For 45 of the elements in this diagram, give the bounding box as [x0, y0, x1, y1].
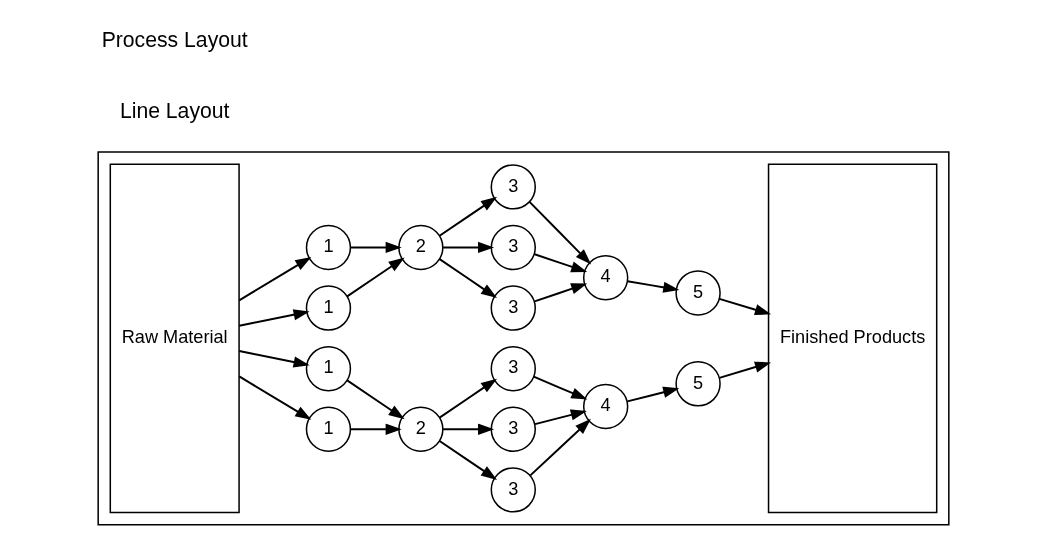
arrow [441, 241, 494, 254]
node-circle: 2 [397, 224, 444, 271]
arrow [626, 280, 679, 293]
arrow [533, 283, 587, 303]
label: Line Layout [119, 99, 229, 123]
arrow [237, 256, 311, 302]
arrow [438, 439, 497, 480]
node-box: Finished Products [767, 163, 937, 514]
arrow [626, 386, 679, 403]
arrow [441, 423, 494, 435]
node-circle: 3 [490, 467, 536, 513]
arrow [438, 196, 497, 237]
node-circle: 1 [305, 285, 351, 331]
arrow [528, 200, 591, 265]
arrow [533, 253, 587, 273]
node-circle: 2 [397, 406, 444, 452]
node-circle: 3 [490, 285, 536, 331]
arrow [237, 309, 310, 327]
node-circle: 4 [582, 255, 628, 301]
arrow [533, 409, 587, 426]
node-circle: 3 [490, 224, 536, 271]
node-circle: 1 [305, 406, 351, 452]
arrow [717, 297, 771, 316]
node-circle: 4 [582, 383, 628, 430]
arrow [717, 361, 771, 379]
node-circle: 5 [674, 270, 721, 316]
label: Process Layout [101, 28, 248, 52]
node-circle: 1 [305, 224, 351, 271]
node-circle: 3 [490, 164, 536, 210]
node-circle: 3 [490, 406, 536, 452]
arrow [532, 375, 587, 400]
node-circle: 1 [305, 345, 351, 392]
arrow [438, 378, 497, 419]
arrow [528, 418, 591, 477]
arrow [438, 258, 497, 299]
node-circle: 3 [490, 345, 536, 392]
arrow [345, 257, 405, 298]
arrow [345, 379, 405, 420]
arrow [237, 350, 310, 368]
cluster [96, 151, 950, 526]
node-circle: 5 [674, 361, 721, 407]
arrow [349, 423, 402, 435]
arrow [237, 375, 311, 420]
arrow [349, 241, 402, 254]
node-box: Raw Material [109, 163, 240, 514]
